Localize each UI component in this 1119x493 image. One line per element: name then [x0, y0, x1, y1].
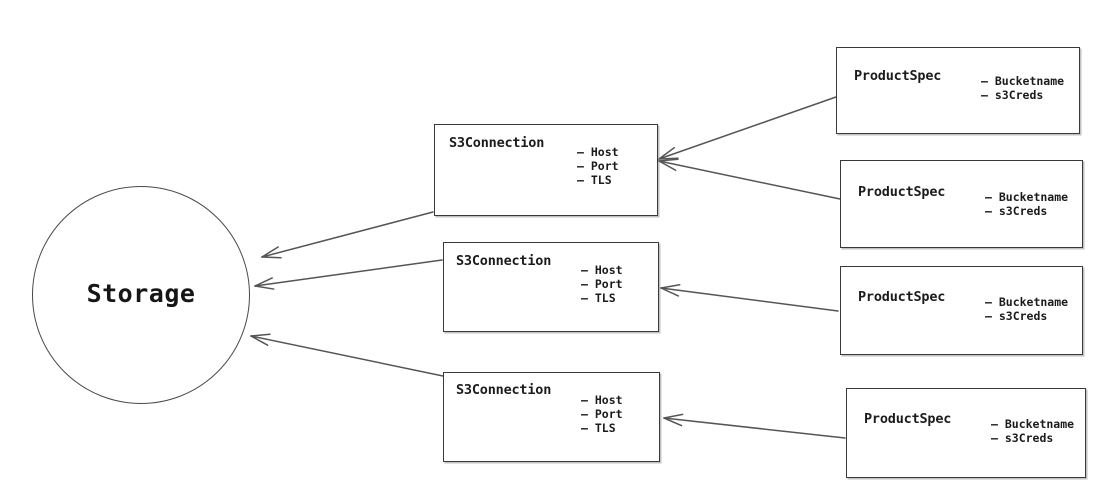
storage-circle[interactable] — [32, 186, 250, 404]
arrow-spec1-to-conn1 — [658, 96, 837, 160]
product-spec-attribute: – Bucketname — [991, 417, 1075, 431]
s3-connection-attribute: – TLS — [581, 421, 616, 435]
s3-connection-attribute-list: – Host– Port– TLS — [581, 393, 623, 435]
s3connection-3[interactable]: S3Connection – Host– Port– TLS — [443, 372, 660, 462]
s3-connection-attribute: – Port — [581, 277, 623, 291]
product-spec-attribute-list: – Bucketname– s3Creds — [985, 295, 1068, 323]
s3-connection-title: S3Connection — [449, 135, 545, 151]
product-spec-attribute: – Bucketname — [981, 74, 1065, 88]
s3-connection-attribute: – Host — [577, 145, 619, 159]
storage-label: Storage — [86, 279, 196, 308]
product-spec-attribute: – s3Creds — [985, 309, 1048, 323]
s3-connection-attribute: – Host — [581, 393, 623, 407]
s3-connection-attribute: – TLS — [577, 173, 612, 187]
s3-connection-attribute: – Port — [577, 159, 619, 173]
arrow-spec4-to-conn3 — [663, 413, 846, 439]
product-spec-attribute: – s3Creds — [981, 88, 1044, 102]
s3-connection-attribute: – Port — [581, 407, 623, 421]
s3-connection-attribute-list: – Host– Port– TLS — [581, 263, 623, 305]
product-spec-title: ProductSpec — [864, 411, 952, 427]
arrow-conn2-to-storage — [254, 259, 443, 290]
s3-connection-title: S3Connection — [456, 382, 552, 398]
product-spec-attribute-list: – Bucketname– s3Creds — [991, 417, 1074, 445]
product-spec-attribute-list: – Bucketname– s3Creds — [981, 74, 1064, 102]
product-spec-title: ProductSpec — [854, 68, 942, 84]
product-spec-attribute-list: – Bucketname– s3Creds — [985, 190, 1068, 218]
productspec-2[interactable]: ProductSpec – Bucketname– s3Creds — [840, 160, 1083, 248]
product-spec-title: ProductSpec — [858, 289, 946, 305]
arrow-conn1-to-storage — [261, 211, 434, 259]
productspec-1[interactable]: ProductSpec – Bucketname– s3Creds — [836, 47, 1080, 134]
product-spec-attribute: – s3Creds — [985, 204, 1048, 218]
arrow-spec2-to-conn1 — [658, 158, 841, 200]
s3connection-2[interactable]: S3Connection – Host– Port– TLS — [443, 242, 659, 332]
s3-connection-title: S3Connection — [456, 253, 552, 269]
product-spec-title: ProductSpec — [858, 184, 946, 200]
arrow-spec3-to-conn2 — [660, 284, 839, 312]
s3-connection-attribute: – TLS — [581, 291, 616, 305]
arrow-conn3-to-storage — [250, 333, 444, 377]
product-spec-attribute: – Bucketname — [985, 295, 1069, 309]
product-spec-attribute: – Bucketname — [985, 190, 1069, 204]
s3connection-1[interactable]: S3Connection – Host– Port– TLS — [434, 124, 658, 216]
product-spec-attribute: – s3Creds — [991, 431, 1054, 445]
productspec-4[interactable]: ProductSpec – Bucketname– s3Creds — [846, 388, 1086, 478]
s3-connection-attribute: – Host — [581, 263, 623, 277]
productspec-3[interactable]: ProductSpec – Bucketname– s3Creds — [840, 266, 1083, 355]
s3-connection-attribute-list: – Host– Port– TLS — [577, 145, 619, 187]
